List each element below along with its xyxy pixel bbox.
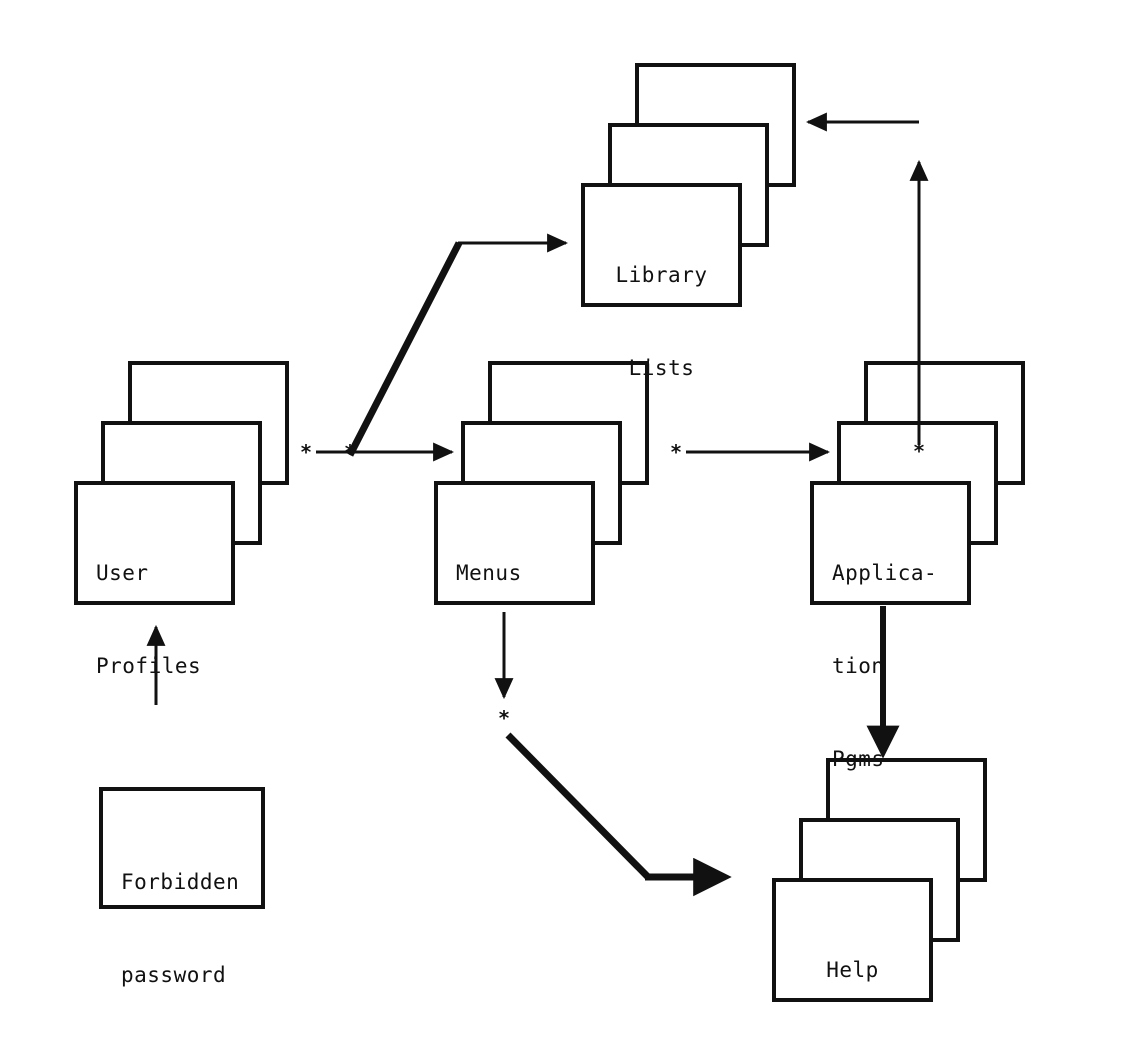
marker-menus-help: * xyxy=(498,706,511,730)
forbidden-password-values-box xyxy=(99,787,265,909)
library-lists-box-front xyxy=(581,183,742,307)
marker-apps-in: * xyxy=(913,439,926,463)
help-text-box-front xyxy=(772,878,933,1002)
marker-branch: * xyxy=(344,440,357,464)
user-profiles-box-front xyxy=(74,481,235,605)
edge-menus-to-help-diagonal xyxy=(505,732,651,880)
node-library-lists[interactable] xyxy=(581,63,796,307)
application-pgms-box-front xyxy=(810,481,971,605)
node-user-profiles[interactable] xyxy=(74,361,289,605)
node-help-text[interactable] xyxy=(772,758,987,1002)
node-forbidden-password-values[interactable] xyxy=(99,787,265,909)
node-application-pgms[interactable] xyxy=(810,361,1025,605)
menus-box-front xyxy=(434,481,595,605)
marker-profiles-out: * xyxy=(300,440,313,464)
marker-menus-out: * xyxy=(670,440,683,464)
edge-branch-to-library-diagonal xyxy=(346,241,463,457)
node-menus[interactable] xyxy=(434,361,649,605)
